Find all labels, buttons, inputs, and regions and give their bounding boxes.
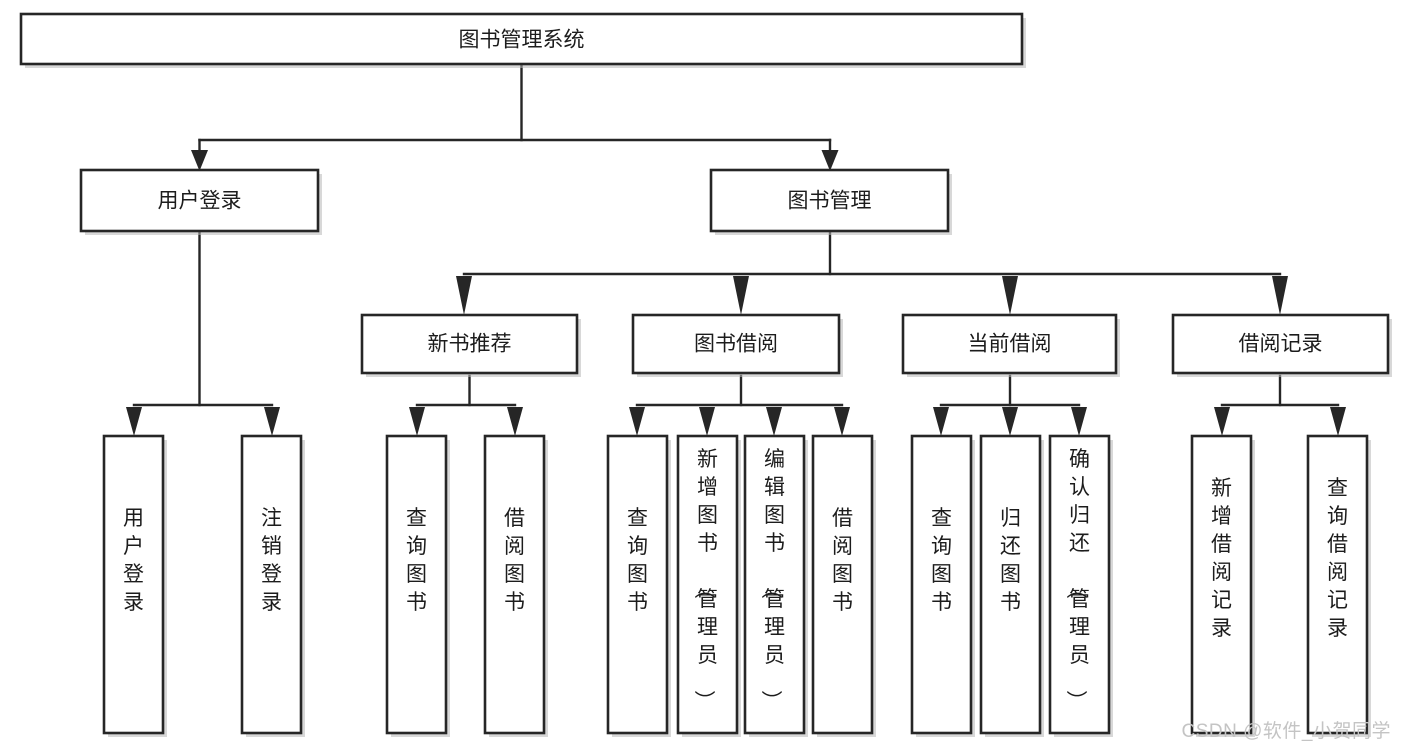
- arrow-root-to-book-manage: [821, 150, 839, 171]
- node-leaf-confirm-return-box[interactable]: [1048, 434, 1111, 735]
- node-user-login-label: 用户登录: [158, 190, 242, 213]
- arrow-bookborrow-to-leaf3: [766, 407, 782, 436]
- leaf-nodes-layer: 用户登录 注销登录 查询图书 借阅图书 查询图书: [102, 434, 1371, 737]
- node-current-borrow-label: 当前借阅: [968, 333, 1052, 356]
- arrow-bookmanage-to-borrow-record: [1272, 276, 1288, 315]
- node-leaf-user-login-box[interactable]: [102, 434, 165, 735]
- node-leaf-add-record-label: 新增借阅记录: [1211, 477, 1232, 640]
- node-leaf-add-record[interactable]: 新增借阅记录: [1190, 434, 1255, 737]
- node-leaf-borrow-book-1[interactable]: 借阅图书: [483, 434, 548, 737]
- node-leaf-borrow-book-2-box[interactable]: [811, 434, 874, 735]
- arrow-newbookrec-to-leaf1: [409, 407, 425, 436]
- node-leaf-confirm-return[interactable]: 确认归还（管理员）: [1048, 434, 1113, 737]
- arrow-bookborrow-to-leaf2: [699, 407, 715, 436]
- node-leaf-edit-book-box[interactable]: [743, 434, 806, 735]
- arrow-borrowrecord-to-leaf2: [1330, 407, 1346, 436]
- node-current-borrow-box[interactable]: [901, 313, 1118, 375]
- arrow-userlogin-to-leaf1: [126, 407, 142, 436]
- node-book-borrow-box[interactable]: [631, 313, 841, 375]
- node-leaf-confirm-return-label: 确认归还（管理员）: [1064, 448, 1090, 711]
- node-leaf-query-book-2-label: 查询图书: [627, 507, 648, 614]
- node-leaf-borrow-book-2[interactable]: 借阅图书: [811, 434, 876, 737]
- node-leaf-query-book-1[interactable]: 查询图书: [385, 434, 450, 737]
- node-leaf-borrow-book-1-label: 借阅图书: [504, 507, 525, 614]
- node-leaf-query-record[interactable]: 查询借阅记录: [1306, 434, 1371, 737]
- node-leaf-logout-box[interactable]: [240, 434, 303, 735]
- arrow-bookborrow-to-leaf1: [629, 407, 645, 436]
- arrow-bookmanage-to-current-borrow: [1002, 276, 1018, 315]
- node-leaf-user-login[interactable]: 用户登录: [102, 434, 167, 737]
- node-leaf-add-book[interactable]: 新增图书（管理员）: [676, 434, 741, 737]
- node-book-manage-box[interactable]: [709, 168, 950, 233]
- node-leaf-return-book-box[interactable]: [979, 434, 1042, 735]
- node-leaf-query-record-label: 查询借阅记录: [1327, 477, 1348, 640]
- node-leaf-return-book[interactable]: 归还图书: [979, 434, 1044, 737]
- node-leaf-return-book-label: 归还图书: [1000, 507, 1021, 614]
- arrow-bookborrow-to-leaf4: [834, 407, 850, 436]
- node-leaf-edit-book-label: 编辑图书（管理员）: [759, 448, 785, 711]
- node-leaf-add-book-box[interactable]: [676, 434, 739, 735]
- node-borrow-record-box[interactable]: [1171, 313, 1390, 375]
- node-leaf-query-book-1-label: 查询图书: [406, 507, 427, 614]
- node-leaf-logout[interactable]: 注销登录: [240, 434, 305, 737]
- arrow-currentborrow-to-leaf2: [1002, 407, 1018, 436]
- node-leaf-query-book-2-box[interactable]: [606, 434, 669, 735]
- node-user-login[interactable]: 用户登录: [79, 168, 322, 235]
- arrow-borrowrecord-to-leaf1: [1214, 407, 1230, 436]
- node-leaf-query-book-3[interactable]: 查询图书: [910, 434, 975, 737]
- node-leaf-add-book-label: 新增图书（管理员）: [692, 448, 718, 711]
- node-leaf-query-book-1-box[interactable]: [385, 434, 448, 735]
- node-user-login-box[interactable]: [79, 168, 320, 233]
- node-root[interactable]: 图书管理系统: [19, 12, 1026, 68]
- arrow-root-to-user-login: [191, 150, 208, 171]
- node-new-book-rec-label: 新书推荐: [428, 333, 512, 356]
- arrow-currentborrow-to-leaf3: [1071, 407, 1087, 436]
- node-root-label: 图书管理系统: [459, 29, 585, 52]
- arrow-bookmanage-to-new-book-rec: [456, 276, 472, 315]
- node-leaf-borrow-book-1-box[interactable]: [483, 434, 546, 735]
- arrow-newbookrec-to-leaf2: [507, 407, 523, 436]
- node-book-borrow-label: 图书借阅: [694, 333, 778, 356]
- connectors-layer: [126, 64, 1346, 436]
- node-leaf-query-record-box[interactable]: [1306, 434, 1369, 735]
- node-leaf-query-book-3-label: 查询图书: [931, 507, 952, 614]
- node-book-manage-label: 图书管理: [788, 190, 872, 213]
- arrow-currentborrow-to-leaf1: [933, 407, 949, 436]
- node-current-borrow[interactable]: 当前借阅: [901, 313, 1120, 377]
- node-root-box[interactable]: [19, 12, 1024, 66]
- node-book-borrow[interactable]: 图书借阅: [631, 313, 843, 377]
- node-leaf-user-login-label: 用户登录: [123, 507, 144, 614]
- node-book-manage[interactable]: 图书管理: [709, 168, 952, 235]
- node-borrow-record[interactable]: 借阅记录: [1171, 313, 1392, 377]
- node-new-book-rec[interactable]: 新书推荐: [360, 313, 581, 377]
- node-leaf-logout-label: 注销登录: [261, 507, 282, 614]
- node-leaf-edit-book[interactable]: 编辑图书（管理员）: [743, 434, 808, 737]
- arrow-userlogin-to-leaf2: [264, 407, 280, 436]
- node-leaf-borrow-book-2-label: 借阅图书: [832, 507, 853, 614]
- arrow-bookmanage-to-book-borrow: [733, 276, 749, 315]
- node-leaf-query-book-3-box[interactable]: [910, 434, 973, 735]
- node-borrow-record-label: 借阅记录: [1239, 333, 1323, 356]
- node-new-book-rec-box[interactable]: [360, 313, 579, 375]
- node-leaf-add-record-box[interactable]: [1190, 434, 1253, 735]
- node-leaf-query-book-2[interactable]: 查询图书: [606, 434, 671, 737]
- csdn-watermark: CSDN @软件_小贺同学: [1181, 721, 1391, 742]
